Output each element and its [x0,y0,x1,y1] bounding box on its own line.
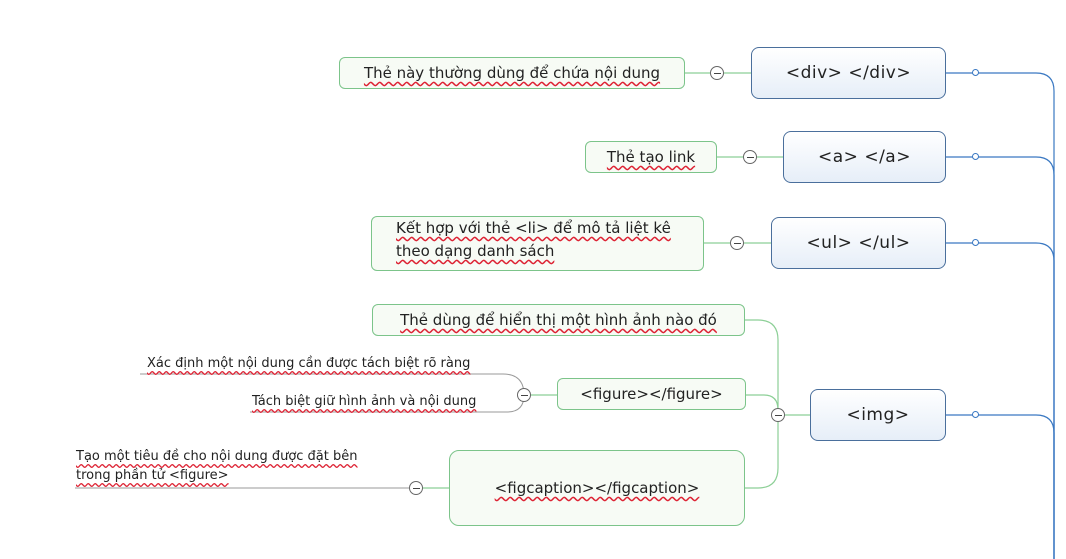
img-tag-node[interactable]: <img> [810,389,946,441]
branch-dot-icon [972,411,979,418]
figcaption-tag-node[interactable]: <figcaption></figcaption> [449,450,745,526]
a-tag-label: <a> </a> [818,147,911,167]
branch-dot-icon [972,239,979,246]
figure-label-separate-content: Xác định một nội dung cần được tách biệt… [147,356,471,371]
ul-description-line2: theo dạng danh sách [396,242,555,260]
collapse-figure-toggle-icon[interactable] [517,388,531,402]
collapse-figcaption-toggle-icon[interactable] [409,481,423,495]
description-branch-lines [416,72,810,489]
div-description-node[interactable]: Thẻ này thường dùng để chứa nội dung [339,57,685,89]
div-tag-node[interactable]: <div> </div> [751,47,946,99]
ul-tag-node[interactable]: <ul> </ul> [771,217,946,269]
div-tag-label: <div> </div> [785,63,912,83]
ul-description-node[interactable]: Kết hợp với thẻ <li> để mô tả liệt kê th… [371,216,704,271]
collapse-a-toggle-icon[interactable] [743,150,757,164]
img-description-node[interactable]: Thẻ dùng để hiển thị một hình ảnh nào đó [372,304,745,336]
main-branch-lines [946,72,1055,559]
img-description-text: Thẻ dùng để hiển thị một hình ảnh nào đó [400,311,717,329]
figure-label-separate-image: Tách biệt giữ hình ảnh và nội dung [252,394,477,409]
ul-description-line1: Kết hợp với thẻ <li> để mô tả liệt kê [396,219,671,237]
figure-tag-node[interactable]: <figure></figure> [557,378,746,410]
branch-dot-icon [972,69,979,76]
collapse-img-toggle-icon[interactable] [771,408,785,422]
branch-dot-icon [972,153,979,160]
a-description-text: Thẻ tạo link [606,148,696,166]
figcaption-label-line1: Tạo một tiêu đề cho nội dung được đặt bê… [76,449,358,464]
ul-tag-label: <ul> </ul> [806,233,911,253]
collapse-ul-toggle-icon[interactable] [730,236,744,250]
figcaption-label-line2: trong phần tử <figure> [76,468,229,483]
figcaption-tag-label: <figcaption></figcaption> [494,479,700,497]
div-description-text: Thẻ này thường dùng để chứa nội dung [363,64,661,82]
figure-tag-label: <figure></figure> [580,385,723,403]
img-tag-label: <img> [846,405,910,425]
a-description-node[interactable]: Thẻ tạo link [585,141,717,173]
a-tag-node[interactable]: <a> </a> [783,131,946,183]
collapse-div-toggle-icon[interactable] [710,66,724,80]
